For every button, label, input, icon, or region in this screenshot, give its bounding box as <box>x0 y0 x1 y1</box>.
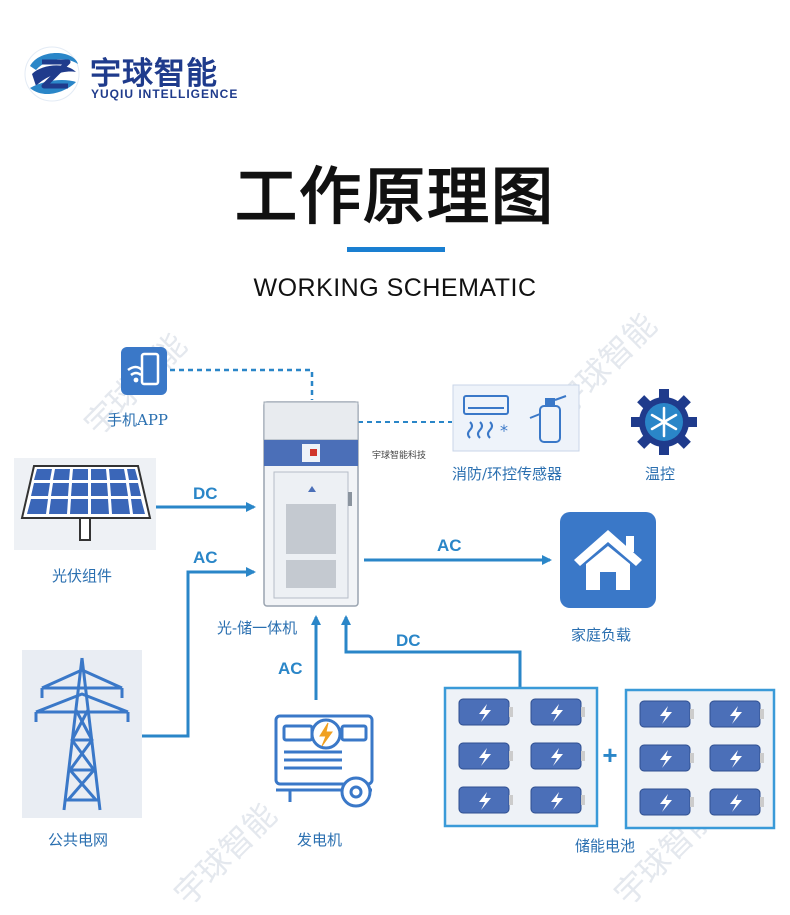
grid-ac-label: AC <box>193 548 218 567</box>
generator-icon <box>270 706 378 812</box>
solar-panel-icon <box>14 458 156 550</box>
home-load-label: 家庭负载 <box>571 626 632 644</box>
temperature-control-icon <box>628 386 700 458</box>
home-ac-label: AC <box>437 536 462 555</box>
generator-label: 发电机 <box>297 831 343 849</box>
battery-label: 储能电池 <box>575 837 636 855</box>
battery-bank-left <box>443 686 599 828</box>
app-label: 手机APP <box>107 411 169 429</box>
brand-name-cn: 宇球智能 <box>90 56 218 92</box>
power-grid-tower-icon <box>22 650 142 818</box>
connector-lines <box>142 368 552 738</box>
pv-dc-label: DC <box>193 484 218 503</box>
title-underline <box>347 247 445 252</box>
inverter-label: 光-储一体机 <box>217 619 298 637</box>
sensors-label: 消防/环控传感器 <box>452 465 563 483</box>
pv-label: 光伏组件 <box>52 567 113 585</box>
temperature-control-label: 温控 <box>645 465 676 483</box>
svg-text:*: * <box>500 421 508 440</box>
brand-logo <box>22 44 84 104</box>
battery-dc-label: DC <box>396 631 421 650</box>
plus-sign: + <box>602 740 618 770</box>
sensors-icon: * <box>452 384 580 452</box>
battery-bank-right <box>624 688 776 830</box>
grid-label: 公共电网 <box>48 831 109 849</box>
brand-name-en: YUQIU INTELLIGENCE <box>91 87 239 101</box>
generator-ac-label: AC <box>278 659 303 678</box>
page-subtitle: WORKING SCHEMATIC <box>253 274 537 302</box>
inverter-cabinet <box>262 400 362 610</box>
home-icon <box>560 512 656 608</box>
phone-app-icon <box>120 346 168 396</box>
inverter-tag: 宇球智能科技 <box>372 451 427 461</box>
page-title: 工作原理图 <box>234 160 555 233</box>
